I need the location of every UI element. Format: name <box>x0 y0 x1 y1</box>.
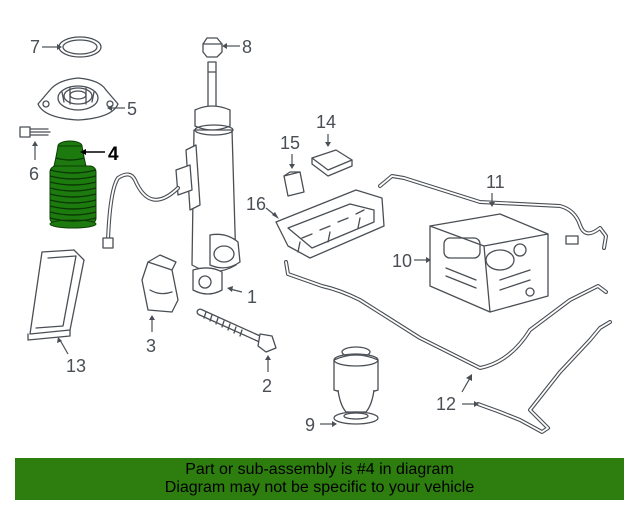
callout-12-label: 12 <box>436 394 456 414</box>
callout-14-label: 14 <box>316 112 336 132</box>
parts-diagram: 7 8 5 6 <box>19 36 612 435</box>
callout-15: 15 <box>280 133 300 169</box>
callout-11-label: 11 <box>486 172 505 192</box>
part-16-bracket[interactable] <box>275 189 385 259</box>
part-11-air-line[interactable] <box>378 174 608 250</box>
callout-15-label: 15 <box>280 133 300 153</box>
callout-6-label: 6 <box>29 164 39 184</box>
callout-7-label: 7 <box>30 37 40 57</box>
part-5-top-mount[interactable] <box>37 77 119 121</box>
callout-6: 6 <box>29 141 39 184</box>
part-3-bracket-cover[interactable] <box>141 254 179 313</box>
callout-11: 11 <box>486 172 505 207</box>
callout-4: 4 <box>80 144 119 165</box>
callout-16-label: 16 <box>246 194 266 214</box>
callout-13: 13 <box>57 337 86 376</box>
callout-9-label: 9 <box>305 415 315 435</box>
callout-5-label: 5 <box>127 99 137 119</box>
callout-10-label: 10 <box>392 251 412 271</box>
part-15-relay[interactable] <box>283 171 305 197</box>
banner-line-2: Diagram may not be specific to your vehi… <box>164 479 475 496</box>
part-14-module[interactable] <box>311 149 353 177</box>
callout-2: 2 <box>262 355 272 396</box>
callout-1-label: 1 <box>247 287 257 307</box>
callout-16: 16 <box>246 194 279 219</box>
info-banner: Part or sub-assembly is #4 in diagram Di… <box>15 458 624 500</box>
callout-8: 8 <box>222 37 252 57</box>
callout-9: 9 <box>305 415 337 435</box>
part-9-air-spring[interactable] <box>333 346 379 425</box>
part-6-bolt[interactable] <box>19 126 51 138</box>
part-8-cap-nut[interactable] <box>202 37 223 58</box>
callout-12: 12 <box>436 374 479 414</box>
callout-2-label: 2 <box>262 376 272 396</box>
part-1-shock-absorber[interactable] <box>175 61 241 295</box>
part-2-bolt[interactable] <box>196 308 277 353</box>
callout-4-label: 4 <box>108 144 119 165</box>
part-12-air-lines[interactable] <box>284 260 612 434</box>
part-7-o-ring[interactable] <box>58 36 102 58</box>
callout-10: 10 <box>392 251 431 271</box>
callout-1: 1 <box>227 286 257 307</box>
callout-13-label: 13 <box>66 356 86 376</box>
part-13-panel[interactable] <box>27 249 85 341</box>
callout-14: 14 <box>316 112 336 147</box>
part-10-compressor[interactable] <box>429 213 549 313</box>
callout-3: 3 <box>146 315 156 356</box>
part-1-sensor-cable <box>102 172 180 249</box>
banner-line-1: Part or sub-assembly is #4 in diagram <box>185 461 454 478</box>
dust-boot-ribs <box>49 157 97 222</box>
callout-7: 7 <box>30 37 62 57</box>
callout-8-label: 8 <box>242 37 252 57</box>
callout-5: 5 <box>107 99 137 119</box>
callout-3-label: 3 <box>146 336 156 356</box>
part-4-dust-boot[interactable] <box>49 140 97 229</box>
